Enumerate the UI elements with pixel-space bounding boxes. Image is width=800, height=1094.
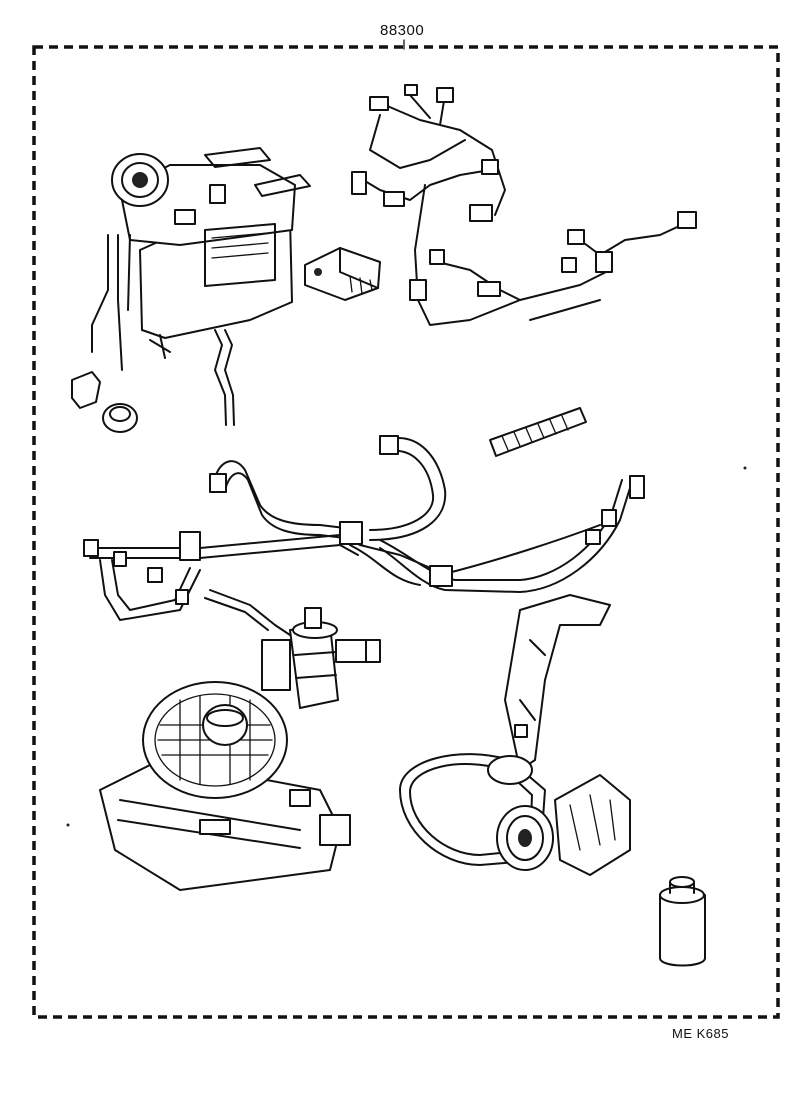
receiver-dryer-icon[interactable] (204, 589, 381, 709)
refrigerant-hose-icon[interactable] (83, 435, 645, 621)
insulation-tube-icon[interactable] (489, 407, 587, 457)
drive-belt-icon[interactable] (399, 753, 546, 866)
evaporator-unit-icon[interactable] (91, 147, 311, 426)
wiring-harness-icon[interactable] (351, 84, 697, 326)
grommet-fitting-icon[interactable] (71, 371, 138, 433)
reference-code-label: ME K685 (672, 1026, 729, 1041)
condenser-fan-icon[interactable] (99, 681, 351, 891)
part-number-label: 88300 (380, 22, 425, 39)
compressor-oil-can-icon[interactable] (659, 876, 706, 967)
relay-icon[interactable] (304, 247, 381, 301)
stray-mark (66, 823, 70, 827)
compressor-icon[interactable] (487, 594, 631, 876)
kit-boundary-frame (32, 45, 780, 1019)
stray-mark (743, 466, 747, 470)
